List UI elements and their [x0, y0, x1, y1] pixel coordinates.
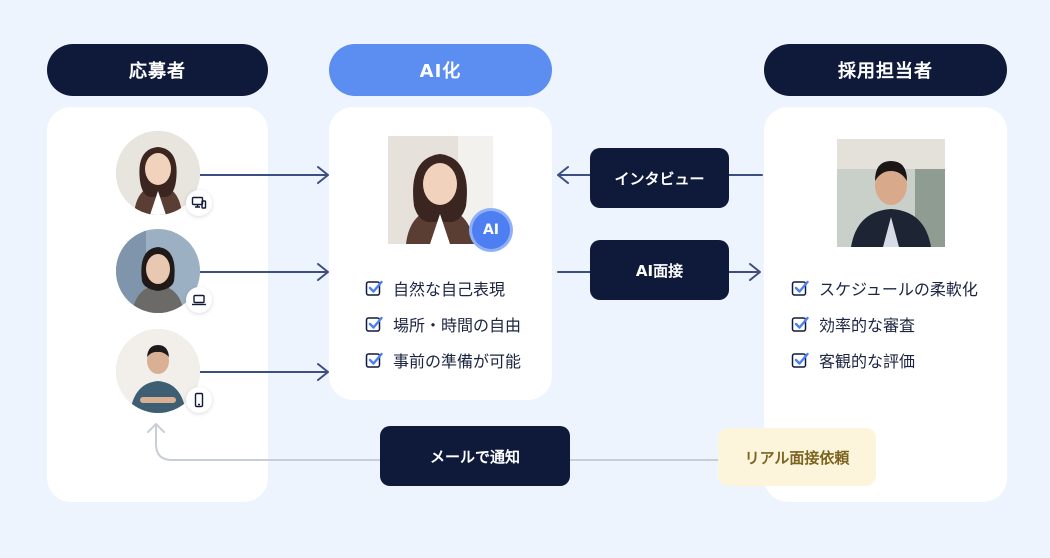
recruiter-photo [837, 139, 945, 247]
list-item: 効率的な審査 [791, 306, 978, 342]
list-item: 場所・時間の自由 [365, 306, 521, 342]
check-icon [365, 352, 383, 368]
list-item: 事前の準備が可能 [365, 342, 521, 378]
ai-badge: AI [472, 211, 510, 249]
desktop-badge [186, 190, 212, 216]
ai-feature-label: 場所・時間の自由 [393, 316, 522, 335]
mail-notice-tag-label: メールで通知 [429, 447, 520, 466]
ai-interview-tag-label: AI面接 [635, 261, 684, 280]
interview-tag-label: インタビュー [614, 169, 705, 188]
ai-feature-list: 自然な自己表現 場所・時間の自由 事前の準備が可能 [365, 270, 521, 378]
ai-header: AI化 [329, 44, 552, 96]
applicant-header-label: 応募者 [129, 61, 186, 82]
smartphone-badge [186, 387, 212, 413]
check-icon [791, 280, 809, 296]
applicant-avatar-2 [116, 229, 200, 313]
arrow-applicant3-to-ai [199, 363, 329, 381]
desktop-icon [191, 196, 207, 209]
recruiter-feature-list: スケジュールの柔軟化 効率的な審査 客観的な評価 [791, 270, 978, 378]
ai-feature-label: 自然な自己表現 [393, 280, 506, 299]
real-interview-request-tag: リアル面接依頼 [718, 428, 876, 486]
list-item: スケジュールの柔軟化 [791, 270, 978, 306]
arrow-applicant2-to-ai [199, 263, 329, 281]
ai-header-label: AI化 [419, 61, 462, 82]
recruiter-header: 採用担当者 [764, 44, 1007, 96]
mail-notice-tag: メールで通知 [380, 426, 570, 486]
recruiter-feature-label: 効率的な審査 [819, 316, 916, 335]
interview-tag: インタビュー [590, 148, 729, 208]
list-item: 客観的な評価 [791, 342, 978, 378]
recruiter-feature-label: 客観的な評価 [819, 352, 916, 371]
ai-interview-tag: AI面接 [590, 240, 729, 300]
recruiter-header-label: 採用担当者 [838, 61, 933, 82]
applicant-header: 応募者 [47, 44, 268, 96]
check-icon [365, 280, 383, 296]
smartphone-icon [194, 392, 204, 408]
ai-feature-label: 事前の準備が可能 [393, 352, 522, 371]
check-icon [791, 352, 809, 368]
real-interview-request-label: リアル面接依頼 [744, 448, 850, 467]
list-item: 自然な自己表現 [365, 270, 521, 306]
arrow-mail-return [147, 423, 721, 461]
ai-badge-label: AI [482, 222, 500, 238]
arrow-applicant1-to-ai [199, 166, 329, 184]
check-icon [365, 316, 383, 332]
laptop-icon [192, 294, 206, 306]
check-icon [791, 316, 809, 332]
recruiter-feature-label: スケジュールの柔軟化 [819, 280, 978, 299]
laptop-badge [186, 287, 212, 313]
